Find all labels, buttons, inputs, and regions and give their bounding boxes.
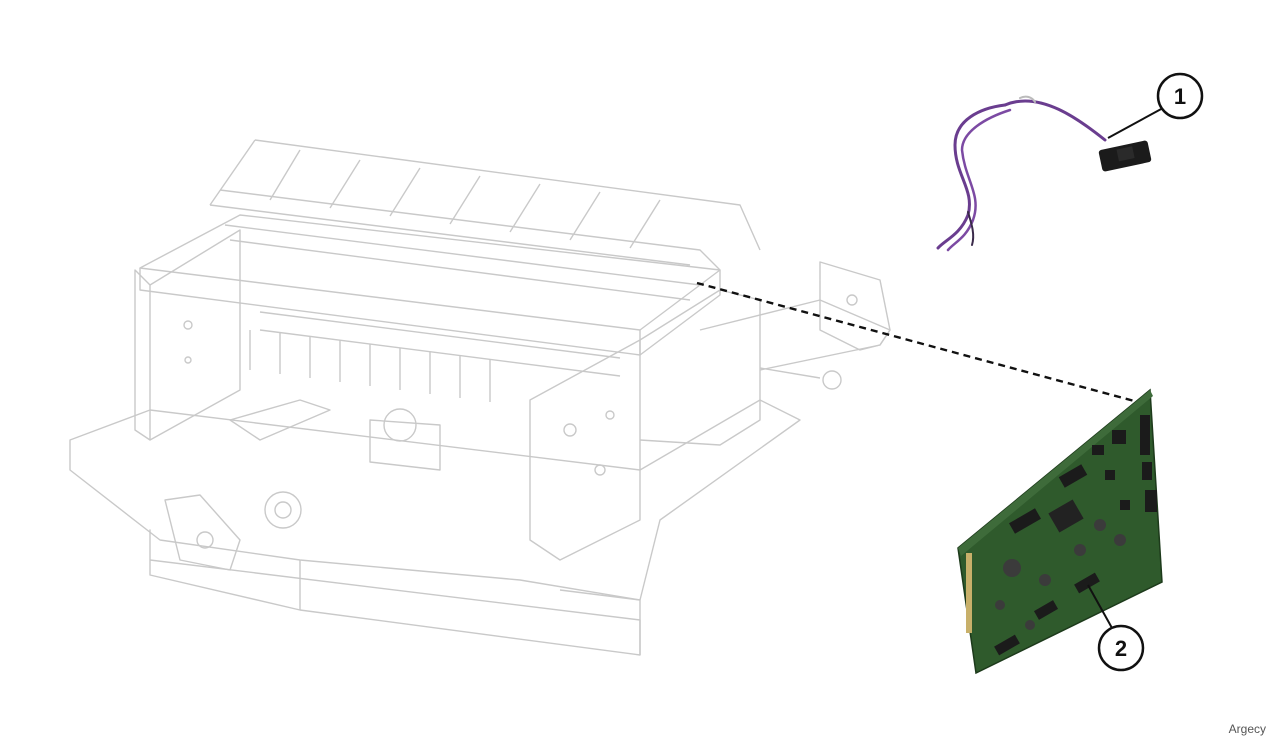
callout-1: 1 [1107,72,1204,139]
watermark: Argecy [1228,722,1266,736]
callout-2-label: 2 [1115,636,1127,661]
cable-harness [936,95,1152,252]
assembly-leader-line [696,281,1139,404]
controller-board [957,388,1163,675]
printer-frame-assembly [69,139,891,656]
callout-2: 2 [1087,584,1145,672]
callout-1-label: 1 [1174,84,1186,109]
